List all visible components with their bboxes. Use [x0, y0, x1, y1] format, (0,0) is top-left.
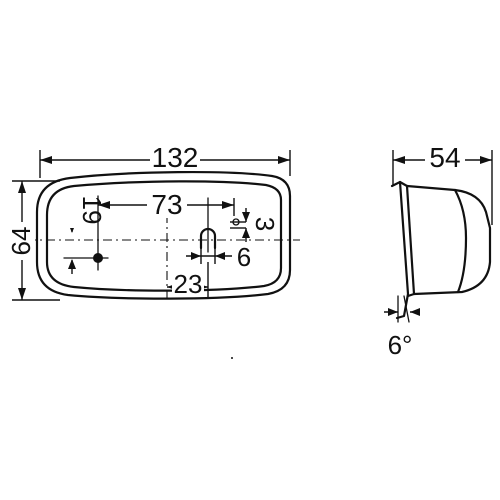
width-label-bg — [150, 142, 200, 168]
slot-width-label: 6 — [237, 242, 251, 272]
angle-dim-arrow-right — [410, 308, 420, 316]
lens-inner-outline — [45, 180, 283, 292]
depth-label-bg — [425, 143, 465, 169]
lower-offset-arrow — [68, 259, 76, 269]
height-dim-arrow-bottom — [18, 288, 26, 300]
height-label: 64 — [6, 227, 36, 256]
housing-flange — [390, 180, 410, 320]
height-label-bg — [5, 222, 35, 260]
angle-ref-line — [403, 295, 410, 323]
slot-width-arrow-right — [215, 252, 225, 260]
side-view: 54 6° — [384, 142, 493, 360]
housing-flange-inner — [398, 180, 416, 298]
slot-height-arrow-top — [242, 212, 250, 222]
stray-dot — [231, 357, 233, 359]
lower-offset-label: 23 — [174, 269, 203, 299]
slot-width-arrow-left — [191, 252, 201, 260]
lower-offset-label-bg — [172, 268, 204, 294]
housing-cap-line — [453, 188, 468, 294]
height-dim-arrow-top — [18, 181, 26, 193]
housing-body — [405, 184, 492, 296]
angle-label: 6° — [388, 330, 413, 360]
upper-offset-label: 19 — [77, 196, 107, 225]
hole-spacing-label-bg — [147, 190, 187, 218]
angle-dim-arrow-left — [388, 308, 398, 316]
width-dim-arrow-left — [40, 156, 52, 164]
depth-dim-arrow-right — [480, 156, 492, 164]
hole-spacing-arrow-right — [222, 201, 234, 209]
lens-outer-outline — [35, 170, 292, 300]
depth-dim-arrow-left — [393, 156, 405, 164]
width-dim-arrow-right — [278, 156, 290, 164]
upper-offset-label-bg — [62, 192, 86, 228]
slot-height-arrow-bottom — [242, 228, 250, 238]
hole-spacing-label: 73 — [151, 189, 182, 220]
hole-spacing-arrow-left — [98, 201, 110, 209]
slot-height-label: 3 — [250, 217, 280, 231]
front-view: 132 64 73 19 3 — [5, 142, 300, 303]
depth-label: 54 — [429, 142, 460, 173]
slot-marker-dot — [232, 218, 240, 226]
width-label: 132 — [152, 142, 199, 173]
